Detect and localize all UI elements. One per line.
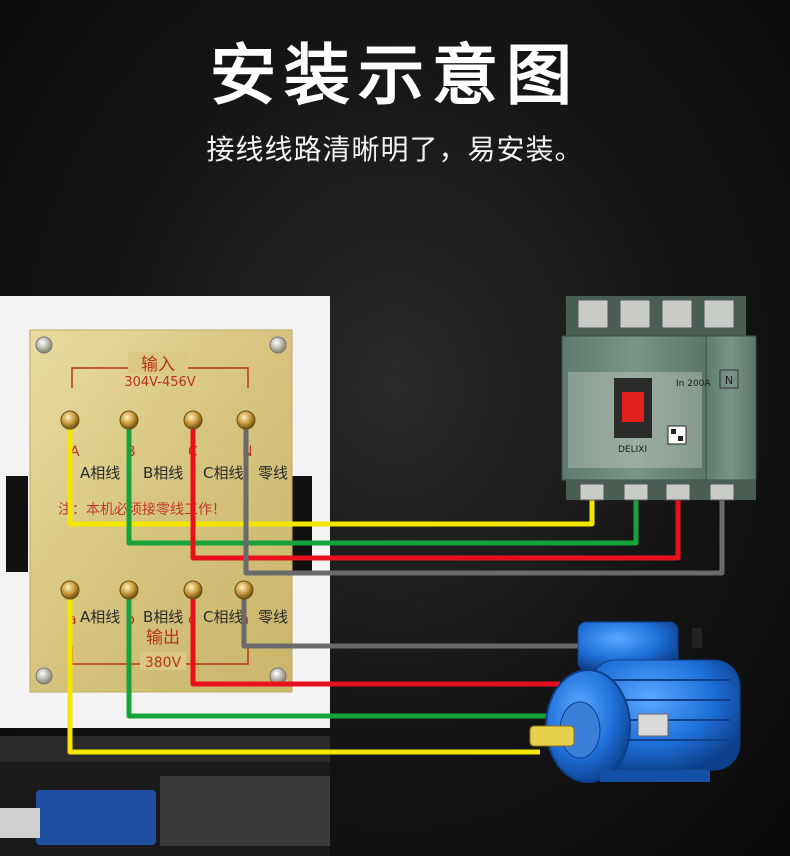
page-subtitle: 接线线路清晰明了，易安装。 xyxy=(206,133,584,166)
wires xyxy=(67,420,725,755)
input-letter-a: A xyxy=(70,444,80,460)
terminal-bolt-icon xyxy=(60,580,80,600)
wire-input-n xyxy=(243,420,725,576)
corner-screw-icon xyxy=(269,336,287,354)
terminal-bolt-icon xyxy=(60,410,80,430)
output-label-a: A相线 xyxy=(80,608,120,626)
page-title: 安装示意图 xyxy=(210,37,580,114)
output-label-n: 零线 xyxy=(258,608,288,626)
terminal-bolt-icon xyxy=(234,580,254,600)
breaker-rating: In 200A xyxy=(676,379,711,389)
corner-screw-icon xyxy=(35,667,53,685)
output-title: 输出 xyxy=(146,628,180,648)
input-range: 304V-456V xyxy=(124,375,195,390)
output-terminals xyxy=(60,580,254,600)
breaker-side-mark: N xyxy=(725,374,733,387)
output-voltage: 380V xyxy=(145,655,182,671)
wire-output-a xyxy=(67,590,540,755)
terminal-bolt-icon xyxy=(119,580,139,600)
motor-icon xyxy=(529,621,741,783)
wire-output-b xyxy=(126,590,560,719)
wire-output-c xyxy=(190,590,560,687)
wire-input-b xyxy=(126,420,639,546)
corner-screw-icon xyxy=(35,336,53,354)
input-label-b: B相线 xyxy=(143,464,183,482)
circuit-breaker: In 200A DELIXI N xyxy=(561,296,757,501)
input-label-a: A相线 xyxy=(80,464,120,482)
input-title: 输入 xyxy=(141,355,175,375)
input-label-c: C相线 xyxy=(203,464,243,482)
terminal-bolt-icon xyxy=(236,410,256,430)
wire-input-c xyxy=(190,420,681,561)
input-terminals xyxy=(60,410,256,430)
neutral-warning: 注：本机必须接零线工作！ xyxy=(58,501,226,518)
terminal-bolt-icon xyxy=(119,410,139,430)
output-label-c: C相线 xyxy=(203,608,243,626)
wire-output-n xyxy=(241,590,600,649)
wire-input-a xyxy=(67,420,595,527)
terminal-bolt-icon xyxy=(183,580,203,600)
input-label-n: 零线 xyxy=(258,464,288,482)
terminal-bolt-icon xyxy=(183,410,203,430)
output-label-b: B相线 xyxy=(143,608,183,626)
qr-code-icon xyxy=(667,425,687,445)
lower-device xyxy=(0,736,330,856)
breaker-brand: DELIXI xyxy=(618,445,647,455)
